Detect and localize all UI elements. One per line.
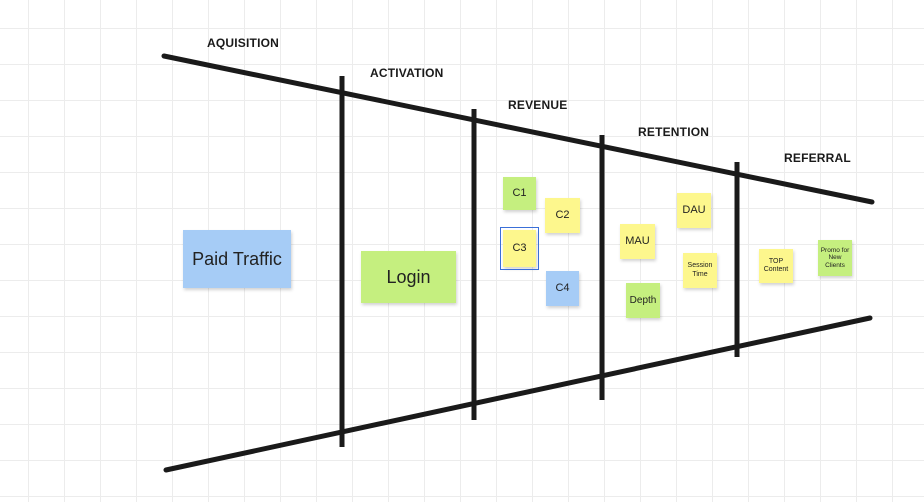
sticky-note-c3[interactable]: C3 — [500, 227, 539, 270]
stage-label-acquisition[interactable]: AQUISITION — [207, 36, 280, 50]
sticky-note-login[interactable]: Login — [361, 251, 456, 303]
stage-label-activation[interactable]: ACTIVATION — [370, 66, 444, 80]
sticky-note-top-content[interactable]: TOP Content — [759, 249, 793, 283]
sticky-note-promo[interactable]: Promo for New Clients — [818, 240, 852, 276]
sticky-note-depth[interactable]: Depth — [626, 283, 660, 318]
sticky-note-c2[interactable]: C2 — [545, 198, 580, 233]
funnel-bottom-edge — [163, 315, 873, 473]
sticky-note-paid-traffic[interactable]: Paid Traffic — [183, 230, 291, 288]
sticky-note-mau[interactable]: MAU — [620, 224, 655, 259]
stage-label-retention[interactable]: RETENTION — [638, 125, 710, 139]
sticky-note-session-time[interactable]: Session Time — [683, 253, 717, 288]
stage-label-revenue[interactable]: REVENUE — [508, 98, 568, 112]
sticky-note-dau[interactable]: DAU — [677, 193, 711, 228]
sticky-note-c1[interactable]: C1 — [503, 177, 536, 210]
stage-label-referral[interactable]: REFERRAL — [784, 151, 851, 165]
funnel-top-edge — [161, 53, 875, 205]
sticky-note-c4[interactable]: C4 — [546, 271, 579, 306]
